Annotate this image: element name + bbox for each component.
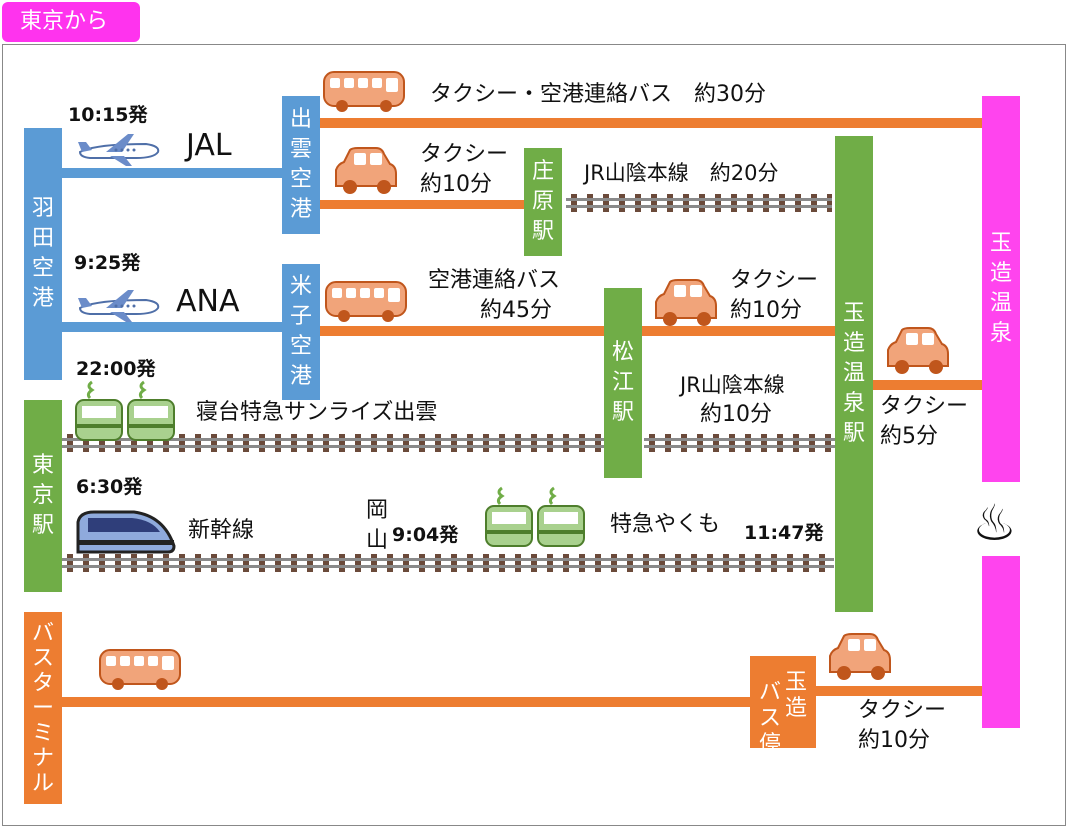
taxi-icon xyxy=(887,327,949,374)
train-icon xyxy=(485,486,585,547)
shinkansen-icon xyxy=(76,510,176,554)
bus-terminal: バスターミナル xyxy=(24,612,62,804)
sunrise-departure-time: 22:00発 xyxy=(76,358,156,380)
tokyo-station: 東京駅 xyxy=(24,400,62,592)
matsue-jr-label-1: JR山陰本線 xyxy=(680,373,785,397)
matsue-station: 松江駅 xyxy=(604,288,642,478)
matsue-taxi-label-2: 約10分 xyxy=(730,298,802,323)
tamatsukuri-bus-stop: 玉造 バス停 xyxy=(750,656,816,757)
bus-icon xyxy=(325,281,407,322)
final-taxi-line xyxy=(872,380,986,390)
bus-icon xyxy=(99,649,181,690)
jal-label: JAL xyxy=(186,128,232,163)
yakumo-time: 11:47発 xyxy=(744,522,824,544)
shinkansen-label: 新幹線 xyxy=(188,518,255,543)
bus-terminal-line xyxy=(62,697,752,707)
izumo-bus-label: タクシー・空港連絡バス 約30分 xyxy=(430,82,766,107)
izumo-airport: 出雲空港 xyxy=(282,96,320,234)
yakumo-label: 特急やくも xyxy=(610,512,721,537)
onsen-icon: ♨ xyxy=(972,494,1017,552)
bus-icon xyxy=(323,71,405,112)
izumo-taxi-line xyxy=(318,200,526,209)
plane-icon xyxy=(78,134,160,166)
yonago-airport: 米子空港 xyxy=(282,264,320,400)
matsue-taxi-label-1: タクシー xyxy=(730,268,819,293)
plane-icon xyxy=(78,290,160,322)
yonago-bus-label-1: 空港連絡バス xyxy=(428,268,561,293)
bus-stop-taxi-line xyxy=(815,686,986,696)
izumo-taxi-label-1: タクシー xyxy=(420,142,509,167)
yonago-bus-line xyxy=(318,326,608,336)
bus-stop-col-2: バス停 xyxy=(758,680,781,757)
jal-line xyxy=(62,168,284,178)
sunrise-label: 寝台特急サンライズ出雲 xyxy=(196,400,438,425)
shobara-jr-track xyxy=(566,194,832,212)
tamatsukuri-onsen-lower xyxy=(982,556,1020,728)
okayama-label-1: 岡 xyxy=(366,498,389,523)
taxi-icon xyxy=(829,633,891,680)
izumo-bus-line xyxy=(318,118,986,128)
train-icon xyxy=(75,380,175,441)
sunrise-track xyxy=(62,434,606,452)
shinkansen-track xyxy=(62,554,834,572)
diagram-frame xyxy=(2,44,1066,826)
shinkansen-departure-time: 6:30発 xyxy=(76,476,143,498)
bus-taxi-label-1: タクシー xyxy=(858,698,947,723)
shobara-station: 庄原駅 xyxy=(524,148,562,256)
tamatsukuri-onsen: 玉造温泉 xyxy=(982,96,1020,482)
ana-line xyxy=(62,322,284,332)
taxi-icon xyxy=(655,279,717,326)
matsue-taxi-line xyxy=(640,326,838,336)
izumo-taxi-label-2: 約10分 xyxy=(420,172,492,197)
okayama-label-2: 山 xyxy=(366,528,389,553)
haneda-airport: 羽田空港 xyxy=(24,128,62,380)
bus-taxi-label-2: 約10分 xyxy=(858,728,930,753)
taxi-icon xyxy=(335,147,397,194)
yonago-bus-label-2: 約45分 xyxy=(480,298,552,323)
final-taxi-label-1: タクシー xyxy=(880,394,969,419)
tamatsukuri-onsen-station: 玉造温泉駅 xyxy=(835,136,873,612)
matsue-jr-track xyxy=(644,434,836,452)
ana-departure-time: 9:25発 xyxy=(74,252,141,274)
section-tag: 東京から xyxy=(2,2,140,42)
ana-label: ANA xyxy=(176,284,240,319)
okayama-departure-time: 9:04発 xyxy=(392,524,459,546)
final-taxi-label-2: 約5分 xyxy=(880,424,938,449)
matsue-jr-label-2: 約10分 xyxy=(700,402,772,427)
bus-stop-col-1: 玉造 xyxy=(785,670,808,721)
shobara-jr-label: JR山陰本線 約20分 xyxy=(584,161,779,185)
jal-departure-time: 10:15発 xyxy=(68,104,148,126)
